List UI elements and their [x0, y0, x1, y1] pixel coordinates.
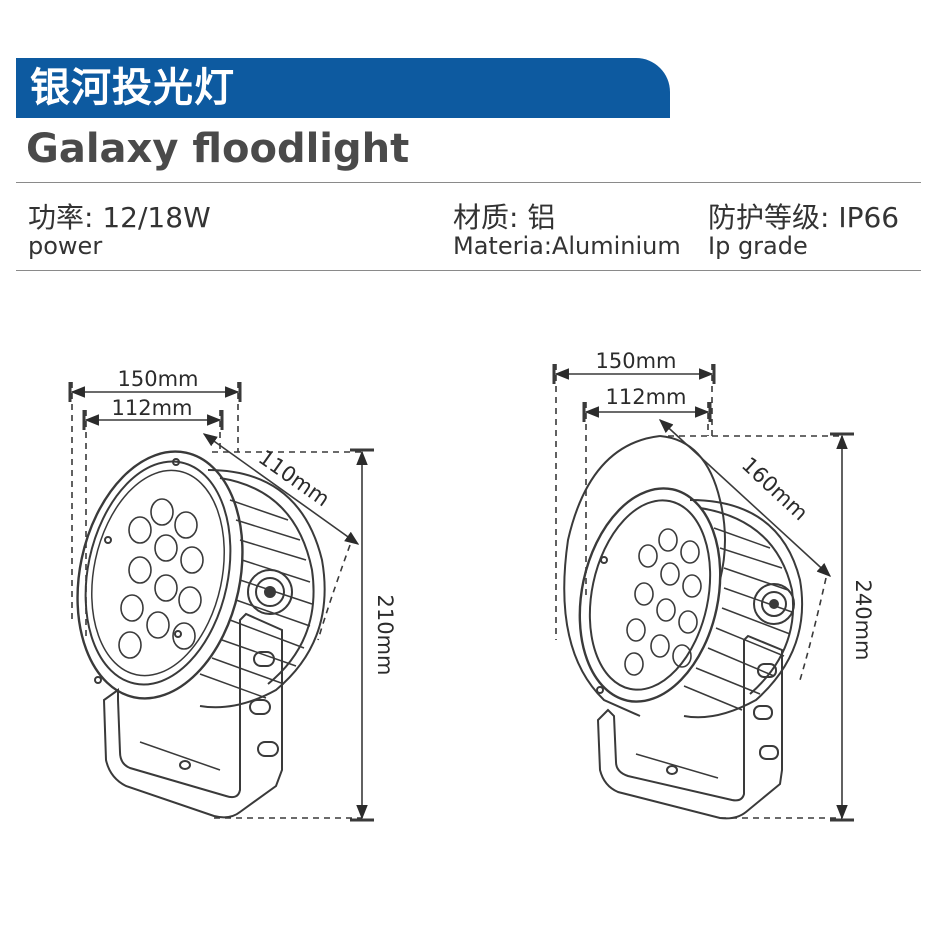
- right-dimension-lines: [552, 364, 854, 822]
- divider-top: [16, 182, 921, 183]
- left-height-label: 210mm: [373, 595, 397, 676]
- spec-material: 材质: 铝 Materia:Aluminium: [453, 201, 681, 260]
- product-title-en: Galaxy floodlight: [26, 126, 410, 172]
- power-value: 12/18W: [102, 201, 211, 234]
- ip-label-cn: 防护等级:: [708, 201, 830, 234]
- left-width-inner-label: 112mm: [112, 396, 193, 420]
- right-width-inner-label: 112mm: [606, 385, 687, 409]
- ip-label-en: Ip grade: [708, 232, 808, 260]
- product-title-cn: 银河投光灯: [30, 65, 235, 111]
- ip-value: IP66: [838, 201, 900, 234]
- divider-bottom: [16, 270, 921, 271]
- right-depth-label: 160mm: [737, 452, 813, 525]
- material-label-cn: 材质:: [453, 201, 519, 234]
- right-height-label: 240mm: [851, 580, 875, 661]
- right-width-outer-label: 150mm: [596, 349, 677, 373]
- left-floodlight-drawing: [76, 450, 326, 819]
- power-label-en: power: [28, 232, 103, 260]
- left-dimension-lines: [68, 382, 374, 822]
- spec-ip-grade: 防护等级: IP66 Ip grade: [708, 201, 900, 260]
- spec-power: 功率: 12/18W power: [28, 201, 211, 260]
- material-label-en: Materia:Aluminium: [453, 232, 681, 260]
- left-width-outer-label: 150mm: [118, 367, 199, 391]
- power-label-cn: 功率:: [28, 201, 94, 234]
- material-value: 铝: [527, 201, 556, 234]
- title-banner: 银河投光灯: [16, 58, 670, 118]
